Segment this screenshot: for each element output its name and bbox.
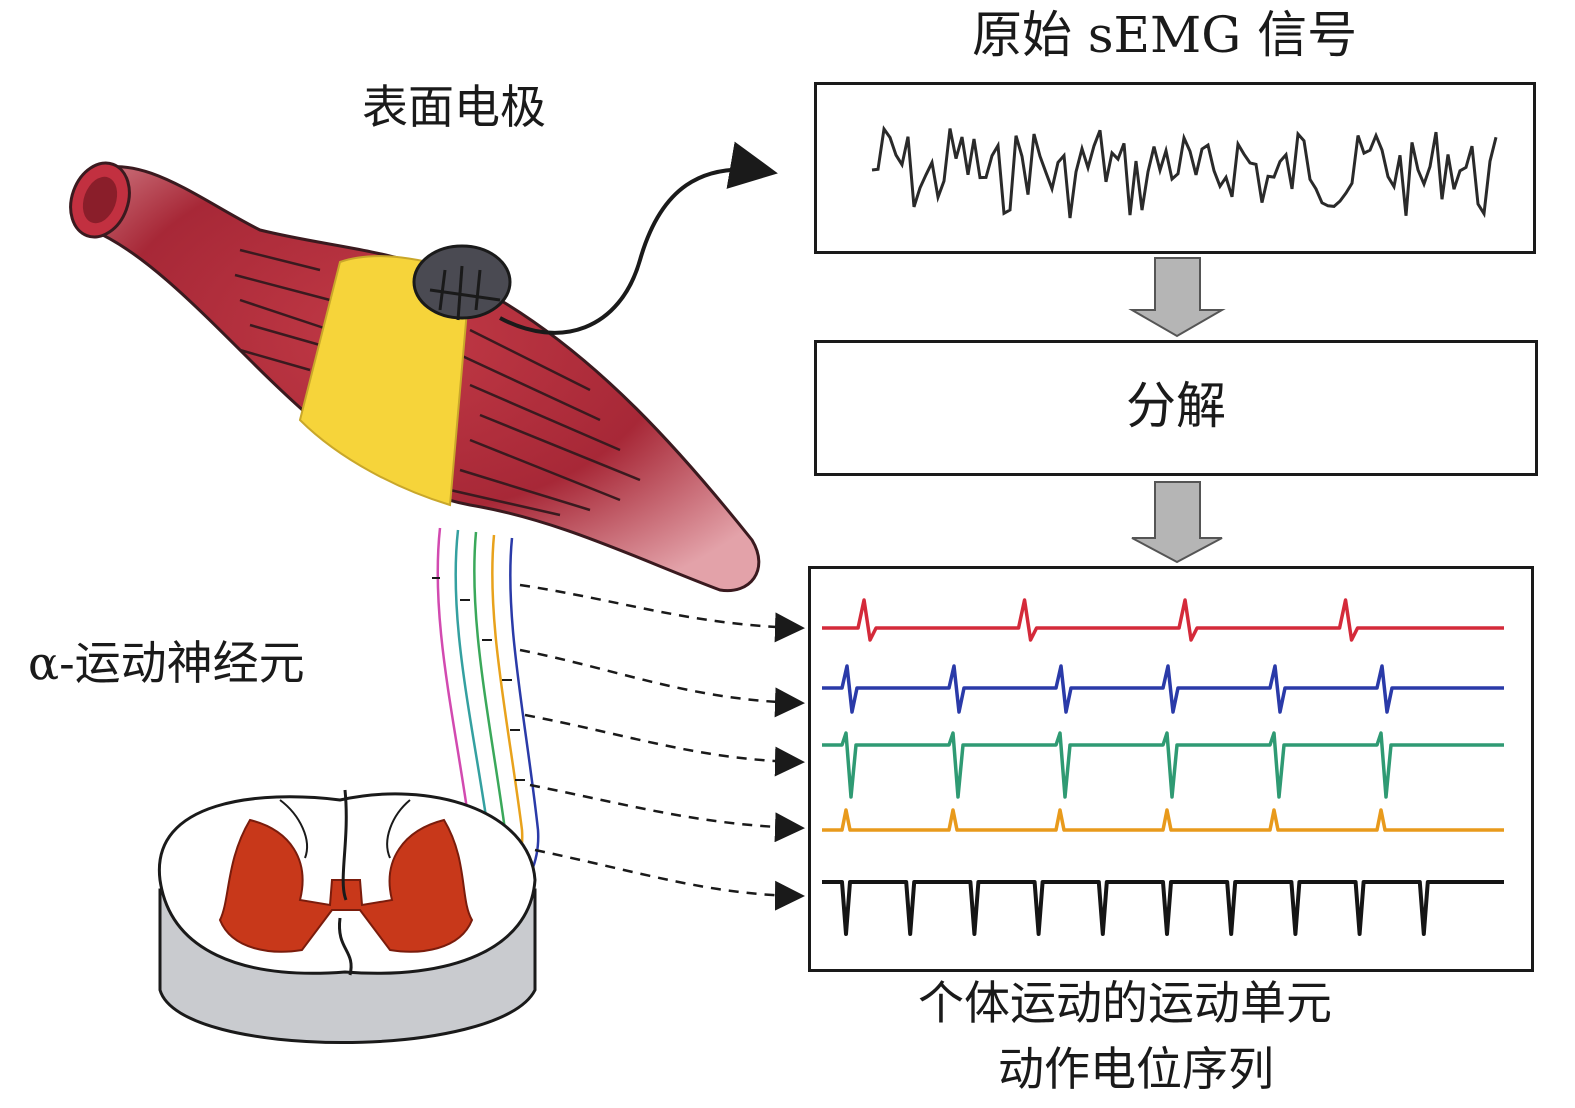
connector-5 [534,848,805,911]
output-label-line2: 动作电位序列 [998,1042,1274,1096]
spike-train-red [822,598,1504,642]
grey-matter [218,818,474,953]
electrode-pins [429,265,501,321]
muscle-fibers [234,248,641,517]
connector-2 [519,648,805,718]
connector-4 [529,783,805,843]
flow-arrows [1128,257,1226,564]
motor-unit-trains [822,598,1504,936]
decomposition-label: 分解 [1126,377,1226,435]
connector-3 [524,713,805,777]
dashed-connectors [519,583,805,911]
raw-semg-title: 原始 sEMG 信号 [972,6,1358,64]
spinal-cord [157,789,537,1044]
down-arrow-2 [1131,481,1223,564]
raw-semg-waveform [871,125,1498,219]
spike-train-green [822,731,1504,799]
spike-train-black [822,880,1504,936]
electrode-label: 表面电极 [362,80,546,134]
spike-train-orange [822,808,1504,832]
bundle-ticks [432,577,525,781]
decomposition-box: 分解 [814,340,1538,476]
connector-1 [519,583,805,643]
down-arrow-1 [1128,257,1226,338]
electrode-cable [499,141,778,335]
electrode-band [298,255,472,507]
output-label-line1: 个体运动的运动单元 [918,976,1332,1030]
motor-neuron-label: α-运动神经元 [28,636,305,690]
spike-train-blue [822,664,1504,714]
